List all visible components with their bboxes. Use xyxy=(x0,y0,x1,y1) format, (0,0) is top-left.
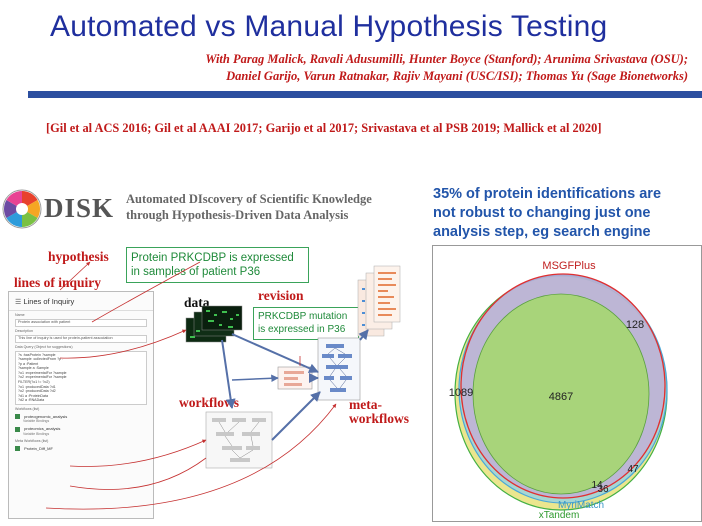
disk-subtitle: Automated DIscovery of Scientific Knowle… xyxy=(126,191,426,223)
revision-box-line-2: is expressed in P36 xyxy=(258,323,346,335)
stat-line-1: 35% of protein identifications are xyxy=(433,186,662,202)
loi-name-label: Name xyxy=(15,312,25,317)
venn-count-left: 1089 xyxy=(449,387,473,399)
list-icon: ☰ xyxy=(15,299,22,306)
stat-text: 35% of protein identifications are not r… xyxy=(433,185,701,242)
venn-count-bottom-b: 36 xyxy=(597,484,609,495)
query-line: ?s :hasProtein ?sample xyxy=(18,352,56,357)
results-thumbnails xyxy=(357,265,401,337)
authors-line-2: Daniel Garijo, Varun Ratnakar, Rajiv May… xyxy=(226,69,688,83)
query-line: ?o2 :experimentalFor ?sample xyxy=(18,375,67,380)
workflow-square-icon xyxy=(15,414,20,420)
meta-workflows-label-2: workflows xyxy=(349,411,409,426)
stat-line-2: not robust to changing just one xyxy=(433,205,651,221)
loi-desc-field[interactable]: This line of inquiry is used for protein… xyxy=(15,334,147,343)
venn-center-overlap xyxy=(472,293,650,495)
loi-workflow-binding: Variable Bindings xyxy=(23,431,50,436)
query-line: ?p a :Patient xyxy=(18,361,39,366)
workflow-square-icon xyxy=(15,446,20,452)
venn-diagram-panel: MSGFPlus MyriMatch xTandem 4867 128 1089… xyxy=(432,245,702,522)
loi-workflow-binding: Variable Bindings xyxy=(23,419,50,424)
workflow-thumbnail xyxy=(205,411,273,469)
revision-label: revision xyxy=(258,288,304,303)
revision-thumbnail xyxy=(277,366,313,390)
loi-meta-label: Meta Workflows (list) xyxy=(15,438,49,443)
venn-count-top-right: 128 xyxy=(626,319,644,331)
workflow-square-icon xyxy=(15,426,20,432)
query-line: ?o2 :producedData ?d2 xyxy=(18,389,56,394)
query-line: ?d1 a :ProteinData xyxy=(18,393,48,398)
venn-label-xtandem: xTandem xyxy=(539,510,580,521)
loi-name-field[interactable]: Protein association with patient xyxy=(15,318,147,327)
query-line: ?o1 :producedData ?d1 xyxy=(18,384,56,389)
lines-of-inquiry-panel: ☰ Lines of Inquiry Name Protein associat… xyxy=(8,291,154,519)
revision-box-line-1: PRKCDBP mutation xyxy=(258,311,348,322)
hypothesis-box-line-2: in samples of patient P36 xyxy=(131,266,261,278)
venn-count-bottom-a: 14 xyxy=(591,480,603,491)
venn-diagram: MSGFPlus MyriMatch xTandem 4867 128 1089… xyxy=(449,260,668,521)
revision-box: PRKCDBP mutation is expressed in P36 xyxy=(253,307,359,340)
disk-logo-icon xyxy=(2,189,42,229)
data-thumbnails xyxy=(185,305,243,343)
meta-workflows-label-1: meta- xyxy=(349,397,382,412)
hypothesis-box: Protein PRKCDBP is expressed in samples … xyxy=(126,247,309,283)
venn-count-bottom-right: 47 xyxy=(627,464,639,475)
loi-desc-label: Description xyxy=(15,328,33,333)
query-line: ?d2 a :RNAData xyxy=(18,398,45,403)
hypothesis-box-line-1: Protein PRKCDBP is expressed xyxy=(131,252,294,264)
stat-line-3: analysis step, eg search engine xyxy=(433,224,651,240)
loi-workflow-item[interactable]: proteogenomic_analysis Variable Bindings xyxy=(15,414,147,423)
title-rule xyxy=(28,91,702,98)
venn-label-msgfplus: MSGFPlus xyxy=(542,260,596,272)
meta-workflow-thumbnail xyxy=(317,337,361,401)
references: [Gil et al ACS 2016; Gil et al AAAI 2017… xyxy=(46,121,602,135)
workflows-label: workflows xyxy=(179,395,239,410)
loi-query-label: Data Query (Object for suggestions) xyxy=(15,344,73,349)
venn-label-myrimatch: MyriMatch xyxy=(558,500,604,511)
slide-title: Automated vs Manual Hypothesis Testing xyxy=(50,10,608,43)
loi-query-editor[interactable]: ?s :hasProtein ?sample ?sample :collecte… xyxy=(15,350,147,406)
query-line: ?o1 :experimentalFor ?sample xyxy=(18,370,67,375)
authors-line-1: With Parag Malick, Ravali Adusumilli, Hu… xyxy=(205,52,688,66)
diagram-graphics xyxy=(45,261,401,510)
loi-workflow-item[interactable]: proteomics_analysis Variable Bindings xyxy=(15,426,147,436)
slide-authors: With Parag Malick, Ravali Adusumilli, Hu… xyxy=(88,51,688,85)
disk-subtitle-line-1: Automated DIscovery of Scientific Knowle… xyxy=(126,192,372,206)
lines-of-inquiry-label: lines of inquiry xyxy=(14,275,102,290)
query-line: ?sample a :Sample xyxy=(18,366,49,371)
hypothesis-label: hypothesis xyxy=(48,249,109,264)
loi-panel-title: ☰ Lines of Inquiry xyxy=(9,292,153,311)
disk-subtitle-line-2: through Hypothesis-Driven Data Analysis xyxy=(126,208,349,222)
query-line: ?sample :collectedFrom ?p . xyxy=(18,357,64,362)
meta-workflows-label: meta- workflows xyxy=(349,398,409,426)
loi-workflows-label: Workflows (list) xyxy=(15,407,40,412)
query-line: FILTER(?o1 != ?o2) xyxy=(18,380,50,385)
disk-name: DISK xyxy=(44,193,115,223)
loi-meta-item[interactable]: Protein_Diff_MF xyxy=(15,446,147,452)
venn-count-center: 4867 xyxy=(549,391,573,403)
